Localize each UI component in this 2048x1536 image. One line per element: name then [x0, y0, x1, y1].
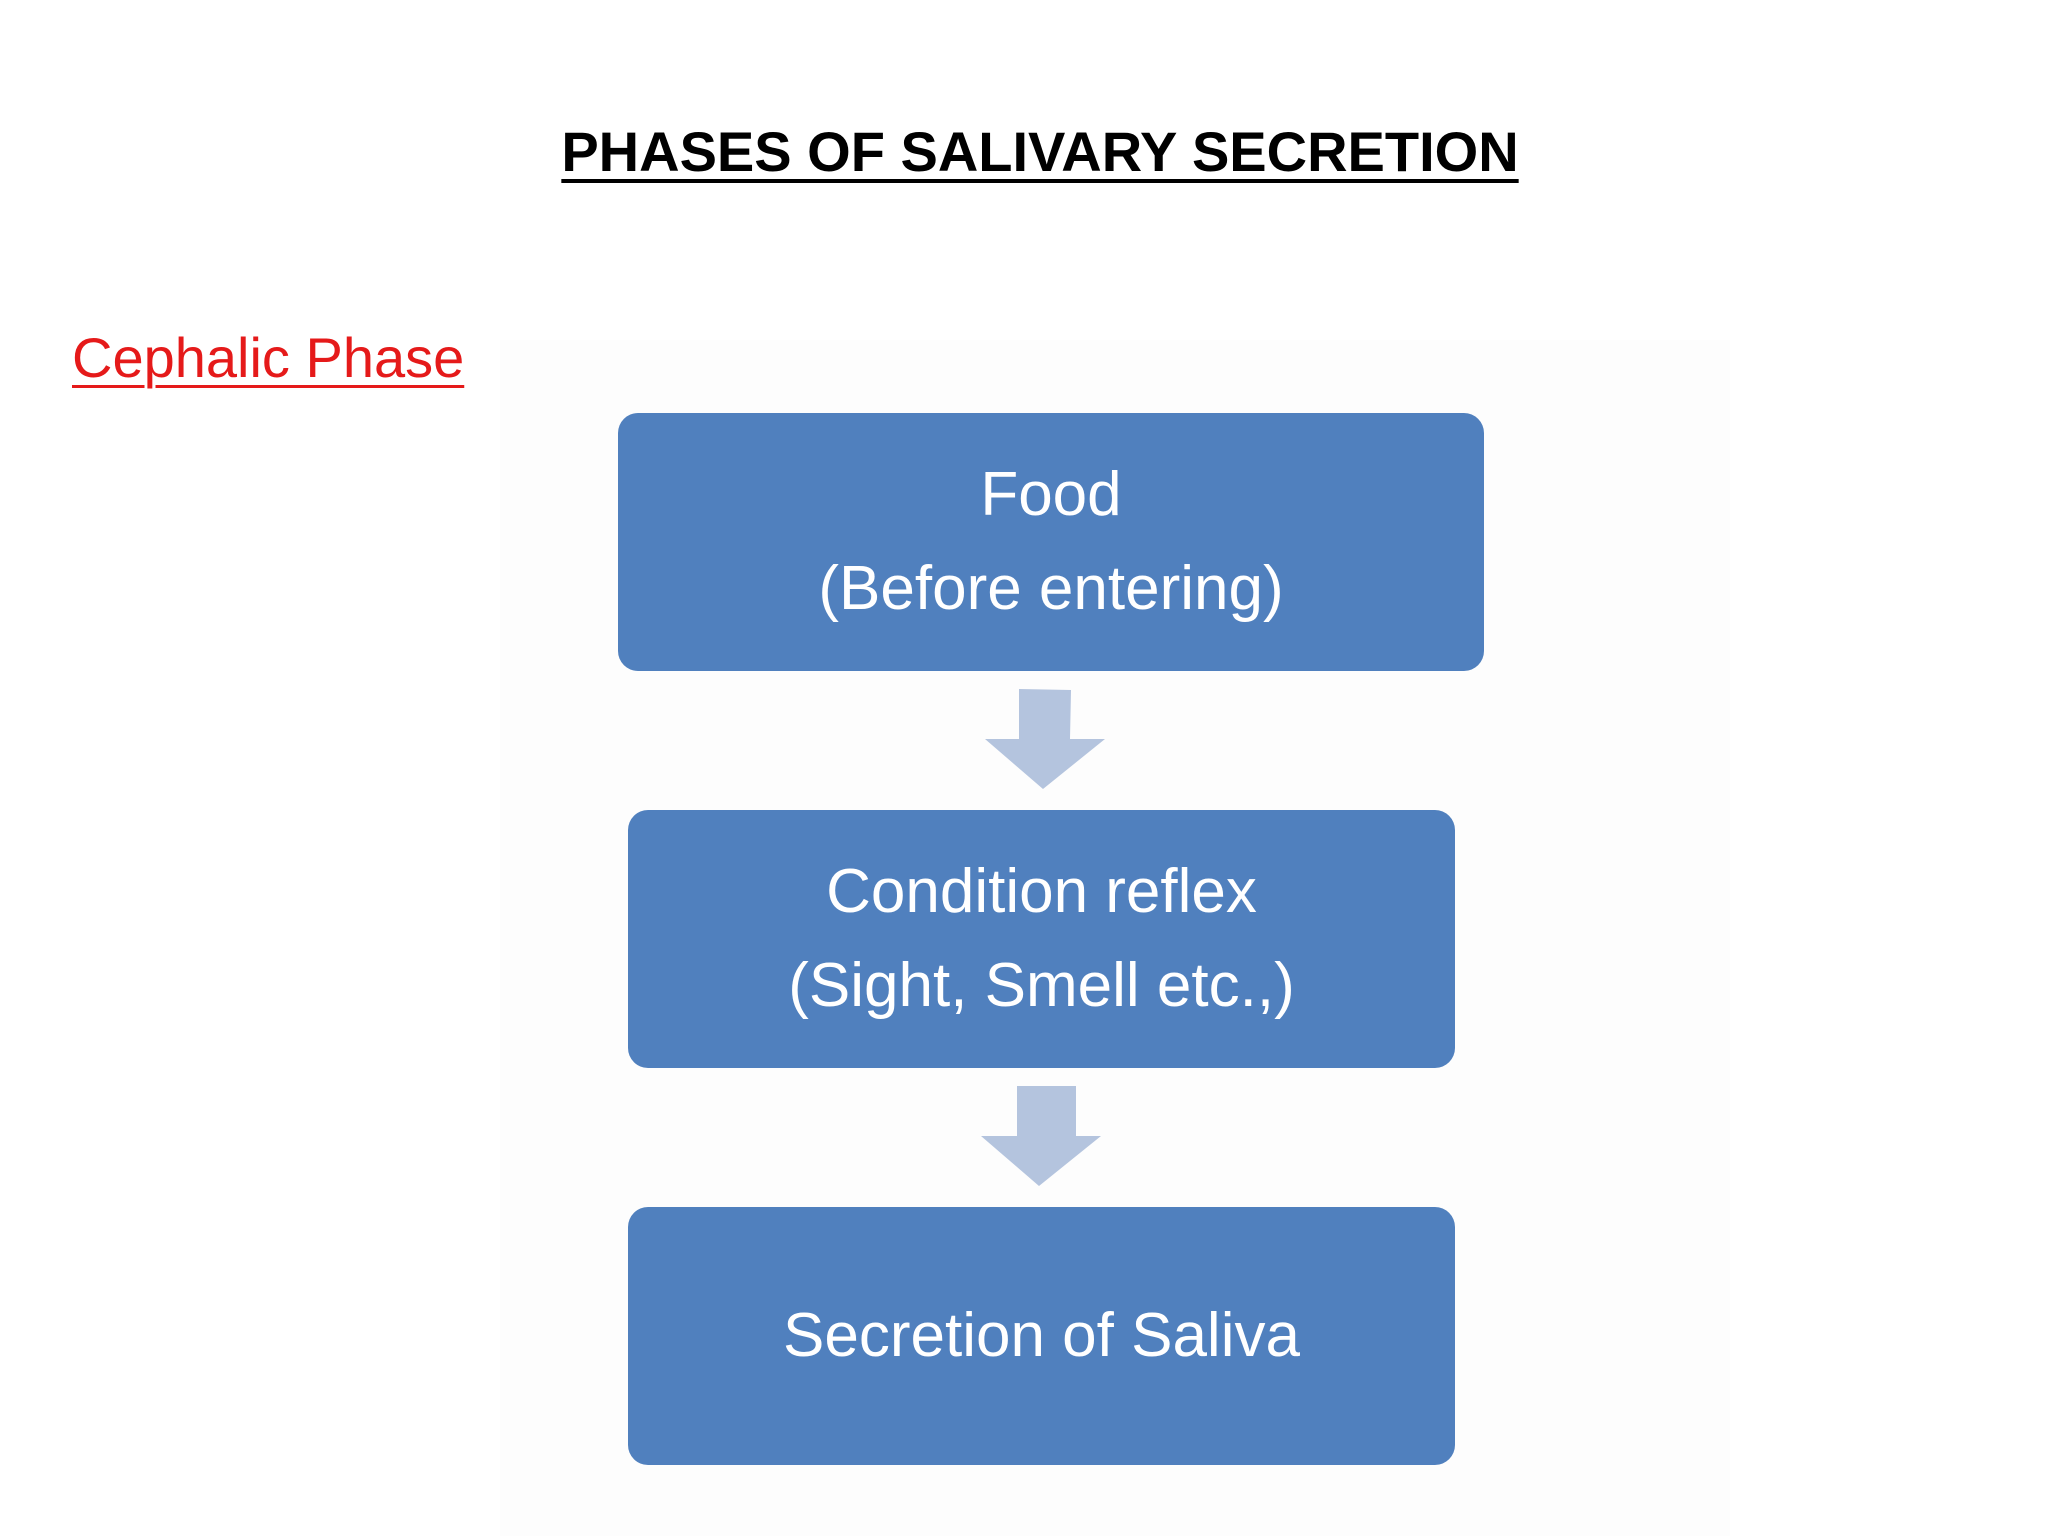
flow-box-food-line1: Food: [980, 460, 1122, 529]
flow-box-secretion-line1: Secretion of Saliva: [783, 1301, 1300, 1370]
down-arrow-shape: [985, 689, 1105, 789]
flow-box-secretion: Secretion of Saliva: [628, 1207, 1455, 1465]
down-arrow-icon: [985, 689, 1105, 789]
down-arrow-shape: [981, 1086, 1101, 1186]
slide-title: PHASES OF SALIVARY SECRETION: [561, 120, 1519, 183]
flow-box-condition-reflex: Condition reflex (Sight, Smell etc.,): [628, 810, 1455, 1068]
flow-box-food: Food (Before entering): [618, 413, 1484, 671]
down-arrow-icon: [981, 1086, 1101, 1186]
flow-box-condition-reflex-line2: (Sight, Smell etc.,): [788, 951, 1295, 1020]
phase-subtitle: Cephalic Phase: [72, 326, 465, 389]
flow-box-condition-reflex-line1: Condition reflex: [826, 857, 1257, 926]
flow-box-food-line2: (Before entering): [818, 554, 1284, 623]
